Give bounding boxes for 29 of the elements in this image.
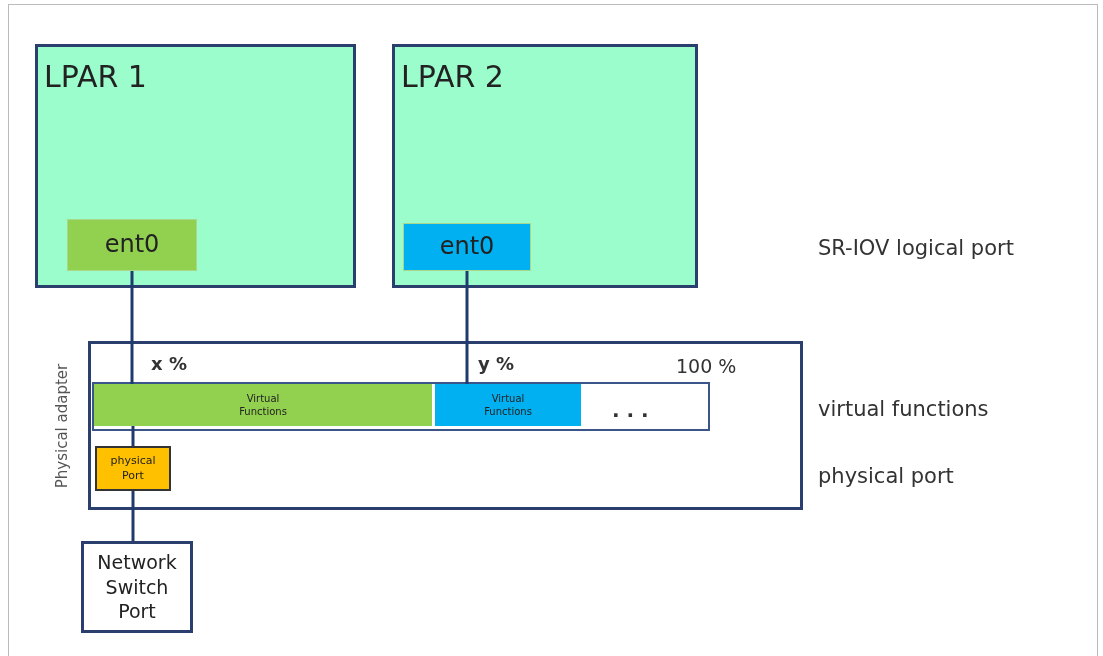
box-label: Network Switch Port: [96, 549, 178, 625]
box-label: Virtual Functions: [483, 392, 533, 419]
component-box: [95, 446, 171, 491]
ellipsis: . . .: [612, 398, 649, 422]
box-label: Physical adapter: [53, 363, 71, 488]
component-box: [403, 223, 531, 271]
connector-line: [130, 271, 134, 384]
connector-line: [131, 426, 135, 446]
component-box: [67, 219, 197, 271]
box-title: LPAR 2: [401, 59, 504, 94]
annotation-label: x %: [151, 353, 187, 374]
component-box: [81, 541, 193, 633]
lpar-box: [35, 44, 356, 288]
box-label: physical Port: [109, 453, 157, 484]
lpar-box: [392, 44, 698, 288]
annotation-label: SR-IOV logical port: [818, 236, 1014, 260]
annotation-label: virtual functions: [818, 397, 989, 421]
annotation-label: y %: [478, 353, 515, 374]
annotation-label: physical port: [818, 464, 954, 488]
box-label: ent0: [438, 231, 496, 263]
component-box: [435, 384, 581, 426]
box-label: ent0: [103, 229, 161, 261]
component-box: [94, 384, 432, 426]
annotation-label: 100 %: [676, 355, 737, 377]
box-label: Virtual Functions: [238, 392, 288, 419]
connector-line: [465, 271, 469, 384]
box-title: LPAR 1: [44, 59, 147, 94]
connector-line: [131, 491, 135, 541]
virtual-functions-bar: [92, 382, 710, 431]
